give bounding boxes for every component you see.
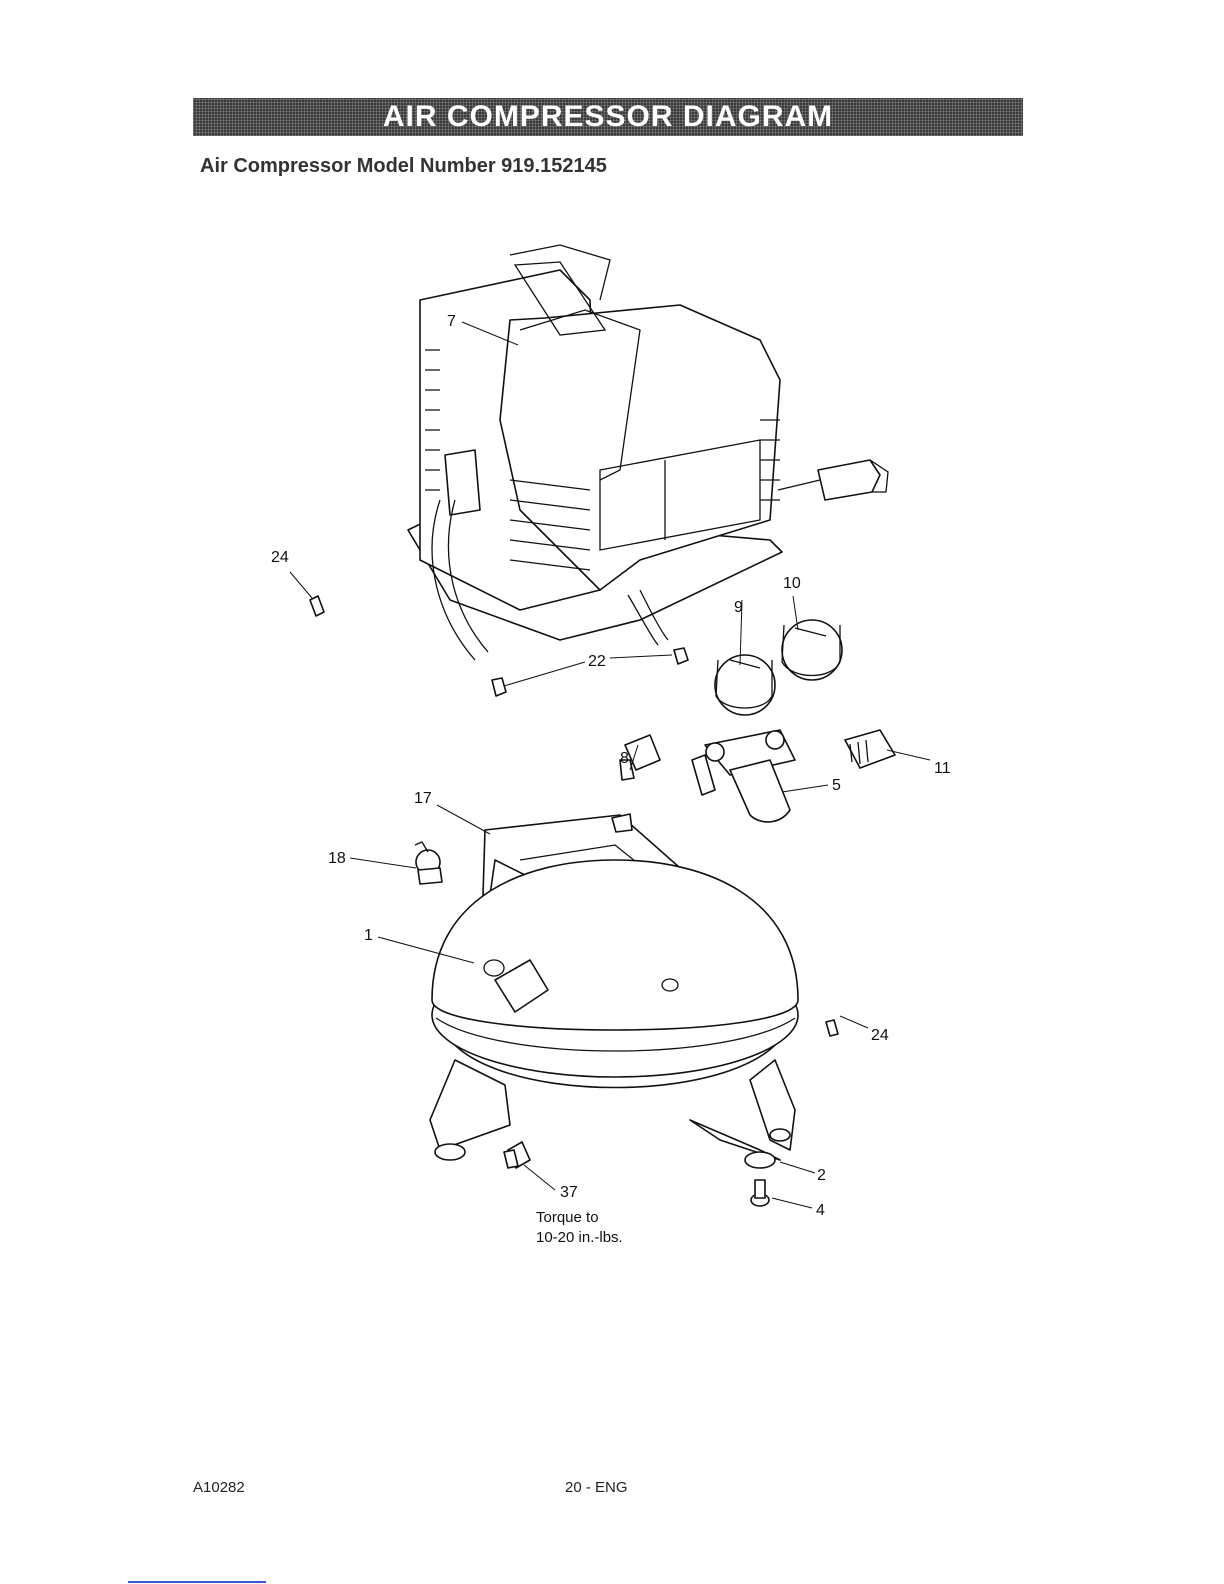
bottom-divider: [128, 1581, 266, 1583]
part-18-valve: [415, 842, 442, 884]
callout-18: 18: [328, 850, 346, 867]
callout-10: 10: [783, 575, 801, 592]
callout-1: 1: [364, 927, 373, 944]
document-code: A10282: [193, 1479, 245, 1496]
callout-11: 11: [934, 760, 951, 777]
callout-5: 5: [832, 777, 841, 794]
callout-37: 37: [560, 1184, 578, 1201]
callout-4: 4: [816, 1202, 825, 1219]
part-1-tank: [430, 860, 798, 1168]
part-11-coupler: [845, 730, 895, 768]
torque-note-line1: Torque to: [536, 1209, 599, 1226]
callout-17: 17: [414, 790, 432, 807]
part-5-manifold: [692, 730, 795, 822]
part-24-fitting-upper: [310, 596, 324, 616]
callout-8: 8: [620, 750, 629, 767]
callout-24-lower: 24: [871, 1027, 889, 1044]
part-7-shroud: [408, 245, 888, 660]
part-4-bolt: [751, 1180, 769, 1206]
callout-7: 7: [447, 313, 456, 330]
callout-9: 9: [734, 599, 743, 616]
part-9-gauge: [715, 655, 775, 715]
callout-2: 2: [817, 1167, 826, 1184]
part-37-drain: [504, 1142, 530, 1168]
callout-24-upper: 24: [271, 549, 289, 566]
callout-22: 22: [588, 653, 606, 670]
part-24-fitting-lower: [826, 1020, 838, 1036]
page-number: 20 - ENG: [565, 1479, 628, 1496]
part-10-gauge: [782, 620, 842, 680]
torque-note-line2: 10-20 in.-lbs.: [536, 1229, 623, 1246]
